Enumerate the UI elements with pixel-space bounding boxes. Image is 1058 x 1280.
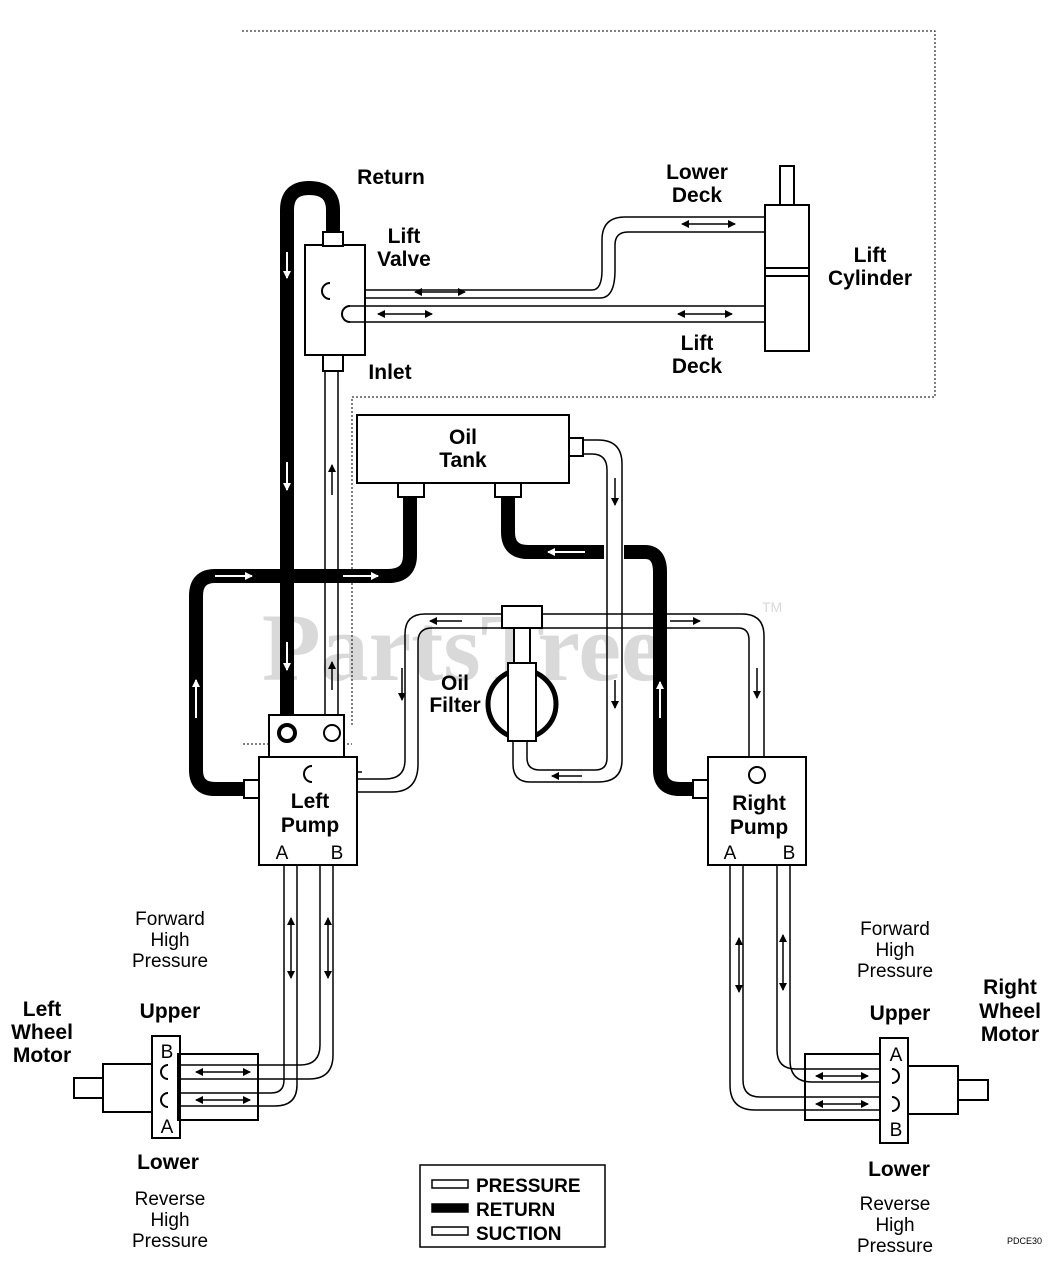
legend-pressure: PRESSURE — [431, 1176, 581, 1197]
right-wheel-motor-label-1: Right — [983, 976, 1037, 999]
legend-suction-label: SUCTION — [476, 1224, 562, 1245]
right-pump — [692, 756, 807, 866]
right-pump-label-2: Pump — [730, 816, 788, 839]
lift-line-arrows — [377, 220, 736, 318]
right-wheel-motor-label-3: Motor — [981, 1023, 1039, 1046]
tank-return-right — [501, 497, 695, 796]
right-reverse-label-1: Reverse — [860, 1194, 931, 1215]
lift-cylinder-label-2: Cylinder — [828, 267, 912, 290]
left-reverse-label-2: High — [150, 1210, 189, 1231]
lower-deck-label-2: Deck — [672, 184, 723, 207]
oil-tank — [356, 414, 584, 498]
left-wheel-motor-label-3: Motor — [13, 1044, 71, 1067]
left-forward-label-3: Pressure — [132, 951, 208, 972]
lower-deck-line — [365, 216, 765, 299]
inlet-label: Inlet — [368, 361, 411, 384]
right-drive-lines — [729, 865, 890, 1111]
tank-suction-arrows — [551, 478, 619, 780]
lower-deck-label-1: Lower — [666, 161, 728, 184]
oil-filter — [485, 605, 559, 742]
watermark: PartsTree — [262, 594, 664, 701]
left-pump — [243, 714, 358, 866]
left-forward-label-2: High — [150, 930, 189, 951]
lift-cylinder-label-1: Lift — [854, 244, 887, 267]
right-pump-port-a: A — [724, 843, 737, 864]
right-forward-label-3: Pressure — [857, 961, 933, 982]
right-pump-label-1: Right — [732, 792, 786, 815]
left-pump-port-a: A — [276, 843, 289, 864]
right-drive-arrows — [735, 934, 869, 1108]
left-motor-port-b: B — [161, 1042, 174, 1063]
lift-valve — [304, 231, 366, 372]
left-reverse-label-1: Reverse — [135, 1189, 206, 1210]
legend-pressure-swatch — [431, 1179, 469, 1189]
right-motor-port-a: A — [890, 1045, 903, 1066]
dotted-boundary — [242, 30, 936, 745]
left-lower-label: Lower — [137, 1151, 199, 1174]
legend-return-swatch — [431, 1203, 469, 1213]
legend: PRESSURE RETURN SUCTION — [419, 1164, 606, 1248]
right-motor-port-b: B — [890, 1120, 903, 1141]
oil-filter-label-1: Oil — [441, 672, 469, 695]
right-wheel-motor-label-2: Wheel — [979, 1000, 1041, 1023]
right-lower-label: Lower — [868, 1158, 930, 1181]
tank-return-left — [189, 497, 417, 796]
lift-valve-label-2: Valve — [377, 248, 431, 271]
oil-tank-label-1: Oil — [449, 426, 477, 449]
lift-deck-line — [350, 305, 765, 323]
left-wheel-motor — [73, 1035, 259, 1139]
left-pump-label-1: Left — [291, 790, 330, 813]
inlet-line — [324, 371, 339, 725]
return-label: Return — [357, 166, 425, 189]
oil-filter-label-2: Filter — [429, 694, 480, 717]
tank-return-right-arrows — [547, 548, 664, 718]
drawing-code: PDCE30 — [1007, 1236, 1042, 1246]
legend-suction: SUCTION — [431, 1224, 562, 1245]
left-drive-lines — [165, 865, 334, 1107]
right-forward-label-1: Forward — [860, 919, 930, 940]
lift-deck-label-1: Lift — [681, 332, 714, 355]
lift-deck-label-2: Deck — [672, 355, 723, 378]
left-reverse-label-3: Pressure — [132, 1231, 208, 1252]
oil-tank-label-2: Tank — [439, 449, 487, 472]
left-wheel-motor-label-1: Left — [23, 998, 62, 1021]
right-forward-label-2: High — [875, 940, 914, 961]
watermark-tm: TM — [762, 599, 782, 615]
left-upper-label: Upper — [140, 1000, 201, 1023]
left-pump-port-b: B — [331, 843, 344, 864]
return-line-valve — [280, 180, 340, 735]
right-upper-label: Upper — [870, 1002, 931, 1025]
lift-valve-label-1: Lift — [388, 225, 421, 248]
left-wheel-motor-label-2: Wheel — [11, 1021, 73, 1044]
right-pump-port-b: B — [783, 843, 796, 864]
left-forward-label-1: Forward — [135, 909, 205, 930]
tank-suction-line — [512, 439, 623, 783]
legend-return-label: RETURN — [476, 1200, 555, 1221]
left-drive-arrows — [195, 917, 332, 1104]
tank-return-left-arrows — [192, 572, 379, 718]
left-motor-port-a: A — [161, 1117, 174, 1138]
right-reverse-label-2: High — [875, 1215, 914, 1236]
legend-pressure-label: PRESSURE — [476, 1176, 581, 1197]
right-reverse-label-3: Pressure — [857, 1236, 933, 1257]
legend-suction-swatch — [431, 1226, 469, 1236]
legend-return: RETURN — [431, 1200, 555, 1221]
left-pump-label-2: Pump — [281, 814, 339, 837]
right-wheel-motor — [804, 1037, 989, 1144]
lift-cylinder — [764, 165, 810, 352]
